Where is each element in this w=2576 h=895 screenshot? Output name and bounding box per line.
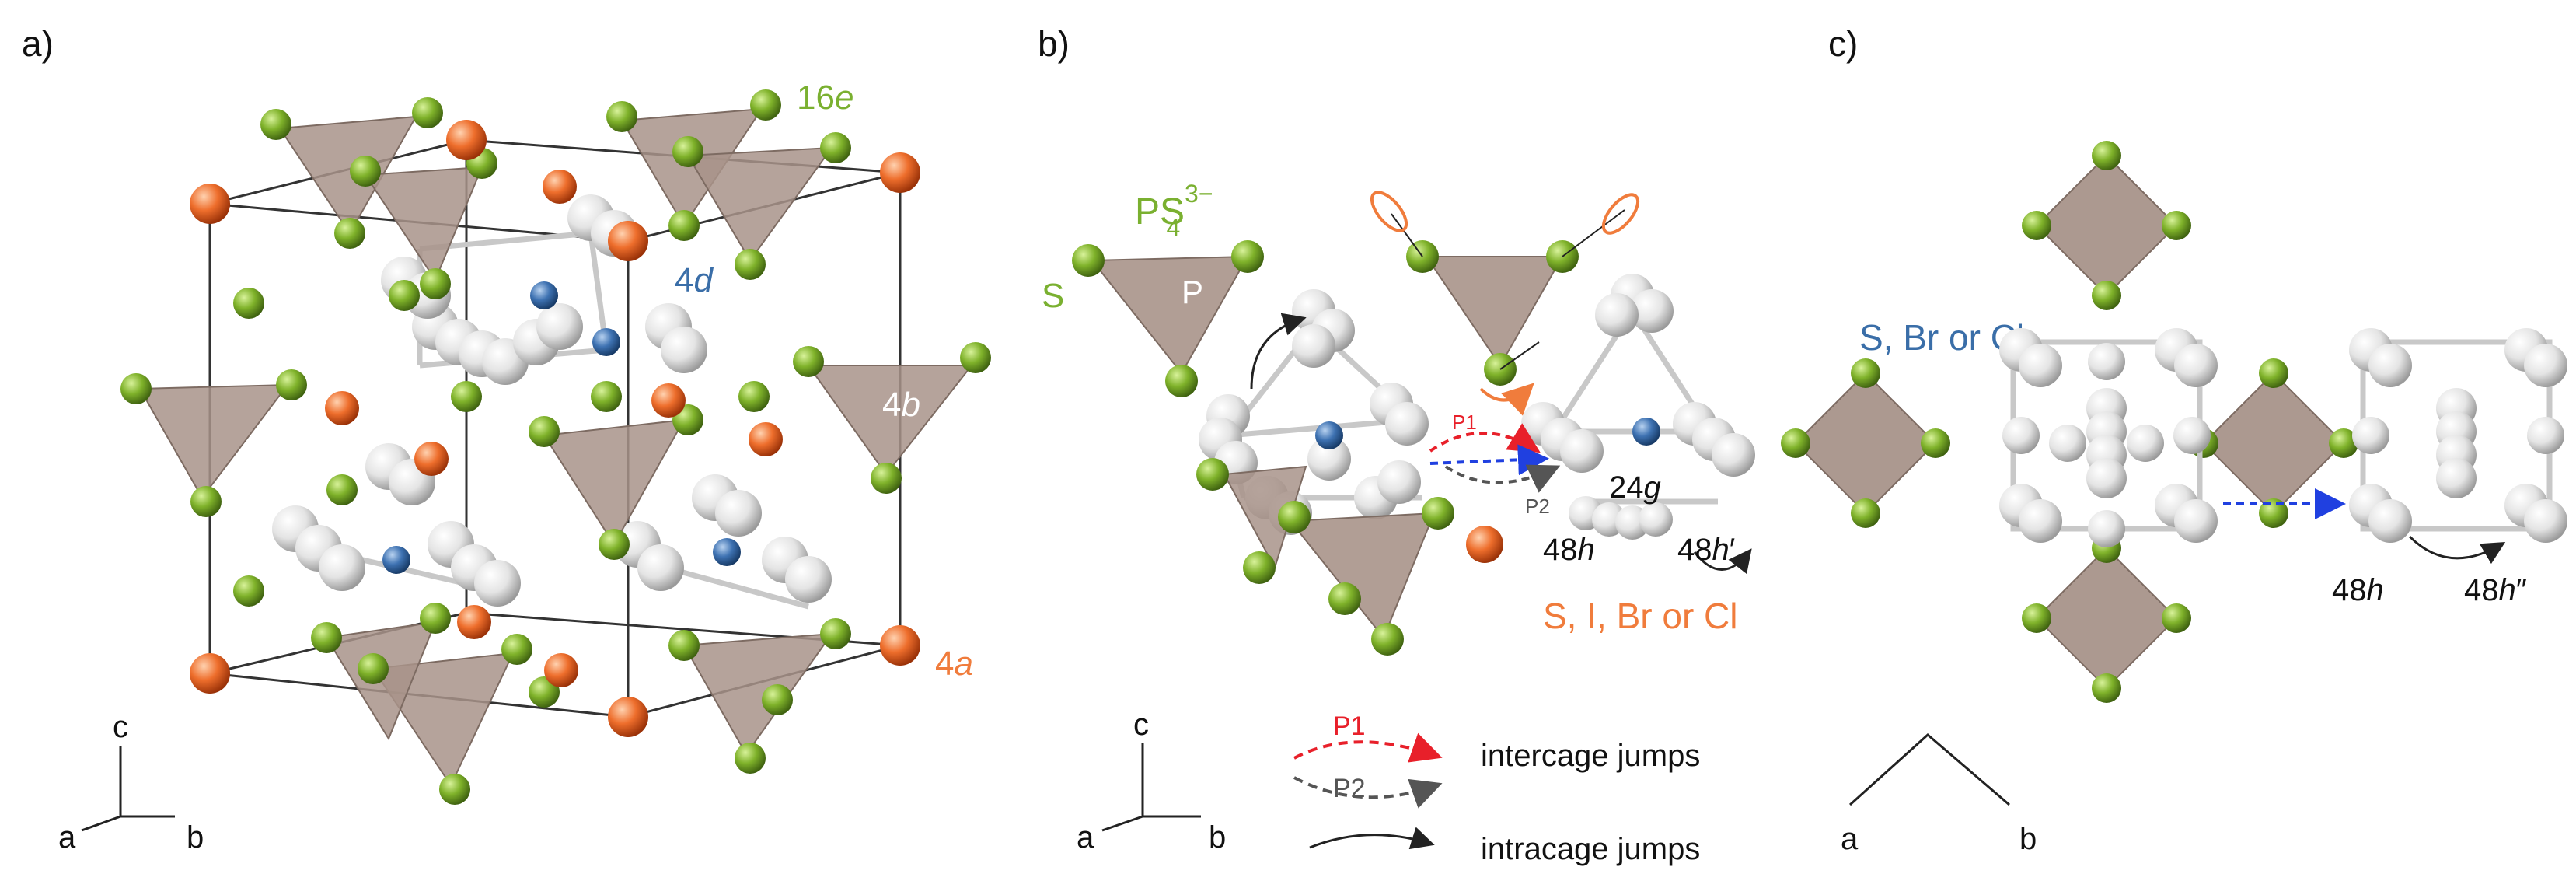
- sulfur-atoms-a: [120, 89, 991, 805]
- ps4-tetrahedra-b-lower: [1196, 458, 1503, 656]
- rotation-ring-icon: [1601, 193, 1640, 235]
- axis-label-c-b: c: [1133, 708, 1149, 742]
- p1-jump-arrow-icon: [1429, 423, 1541, 453]
- intracage-arrow-c-icon: [2408, 535, 2506, 565]
- panel-b-letter: b): [1038, 23, 1070, 64]
- axis-label-a-a: a: [58, 820, 76, 855]
- panel-b: b) PS3−4 S P: [1038, 23, 2024, 866]
- axis-label-b-a: b: [187, 820, 204, 855]
- intracage-arrow-right-icon: [1693, 548, 1752, 575]
- label-p-atom: P: [1182, 274, 1203, 310]
- label-ps4: PS3−4: [1135, 180, 1213, 242]
- legend-p1-arrow-icon: [1293, 732, 1443, 763]
- ps4-tetrahedron-b-left: P: [1072, 240, 1264, 397]
- panel-a: a): [22, 23, 991, 855]
- li-cage-c-right: [2349, 328, 2567, 543]
- legend-p1-label: P1: [1333, 711, 1366, 741]
- label-p1-small: P1: [1452, 411, 1477, 434]
- label-s-atom: S: [1042, 277, 1064, 315]
- ps4-tetrahedron-b-middle: [1370, 191, 1640, 416]
- panel-c: c): [1781, 23, 2567, 856]
- panel-c-letter: c): [1828, 23, 1858, 64]
- legend-intracage-arrow-icon: [1309, 827, 1435, 850]
- axes-c: a b: [1841, 733, 2037, 856]
- axis-label-a-b: a: [1077, 820, 1094, 855]
- halide-atoms-a: [190, 120, 920, 737]
- li-cage-b-left: [1199, 289, 1429, 535]
- blue-jump-arrow-icon: [1429, 444, 1549, 476]
- p2-jump-arrow-icon: [1444, 464, 1561, 493]
- rotation-ring-icon: [1370, 191, 1408, 232]
- legend-p2-label: P2: [1333, 774, 1366, 803]
- label-4d: 4d: [675, 261, 714, 299]
- axis-label-b-b: b: [1209, 820, 1226, 855]
- li-cage-b-right: [1521, 274, 1755, 540]
- intracage-arrow-icon: [1250, 313, 1307, 390]
- ps4-octahedra-c: [1794, 154, 2345, 690]
- li-cage-a-lower: [272, 443, 832, 610]
- axis-label-b-c: b: [2019, 822, 2037, 856]
- label-48h-c: 48h: [2332, 573, 2384, 607]
- label-4b: 4b: [882, 386, 920, 424]
- label-p2-small: P2: [1525, 495, 1550, 518]
- label-16e: 16e: [797, 79, 853, 117]
- legend-intercage-label: intercage jumps: [1481, 739, 1700, 773]
- axis-label-a-c: a: [1841, 822, 1859, 856]
- li-cage-c-left: [1999, 328, 2218, 547]
- axes-b: c a b: [1077, 708, 1226, 855]
- label-s-br-cl: S, Br or Cl: [1859, 317, 2024, 358]
- label-4a: 4a: [935, 645, 973, 683]
- label-48h-dprime: 48h″: [2464, 573, 2527, 607]
- rotation-arrow-icon: [1479, 383, 1534, 416]
- label-s-i-br-cl: S, I, Br or Cl: [1543, 596, 1737, 636]
- label-24g: 24g: [1609, 470, 1661, 505]
- axis-label-c-a: c: [113, 710, 128, 744]
- panel-a-letter: a): [22, 23, 54, 64]
- label-48h-prime: 48h′: [1677, 533, 1735, 567]
- ps4-tetrahedra-a: [138, 107, 974, 788]
- legend-p2-arrow-icon: [1293, 776, 1443, 809]
- label-48h-b: 48h: [1543, 533, 1595, 567]
- legend-intracage-label: intracage jumps: [1481, 832, 1700, 866]
- axes-a: c a b: [58, 710, 204, 855]
- jump-legend: P1 intercage jumps P2 intracage jumps: [1293, 711, 1700, 866]
